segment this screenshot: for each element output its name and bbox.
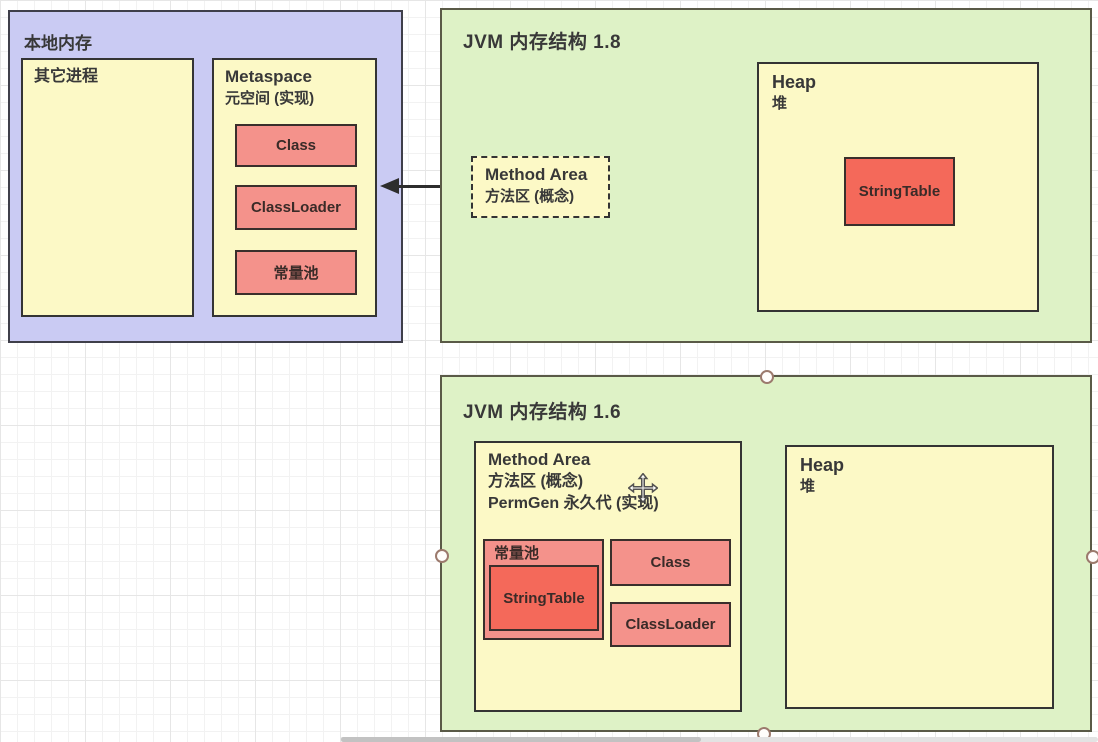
metaspace-constant-pool-block[interactable]: 常量池: [235, 250, 357, 295]
jvm16-heap-title-zh: 堆: [800, 478, 816, 495]
jvm18-heap-title-en: Heap: [772, 72, 817, 92]
jvm18-method-area-box[interactable]: Method Area 方法区 (概念): [471, 156, 610, 218]
jvm18-method-area-title-en: Method Area: [485, 165, 588, 184]
jvm18-heap-box[interactable]: Heap 堆 StringTable: [757, 62, 1039, 312]
jvm16-method-area-title-impl: PermGen 永久代 (实现): [488, 495, 659, 512]
jvm16-class-block[interactable]: Class: [610, 539, 731, 586]
metaspace-box[interactable]: Metaspace 元空间 (实现) Class ClassLoader 常量池: [212, 58, 377, 317]
jvm16-title: JVM 内存结构 1.6: [463, 402, 622, 423]
arrow-line[interactable]: [396, 185, 470, 188]
arrow-head-icon: [380, 178, 399, 194]
jvm16-constant-pool-block[interactable]: 常量池 StringTable: [483, 539, 604, 640]
jvm16-method-area-title-en: Method Area: [488, 450, 591, 469]
selection-handle-right[interactable]: [1086, 550, 1098, 564]
move-cursor-icon: [628, 473, 658, 503]
jvm16-heap-box[interactable]: Heap 堆: [785, 445, 1054, 709]
metaspace-class-label: Class: [275, 137, 317, 154]
jvm16-method-area-title-zh: 方法区 (概念): [488, 473, 584, 490]
jvm18-title: JVM 内存结构 1.8: [463, 32, 622, 53]
jvm16-classloader-block[interactable]: ClassLoader: [610, 602, 731, 647]
other-process-label: 其它进程: [34, 68, 99, 85]
jvm16-method-area-box[interactable]: Method Area 方法区 (概念) PermGen 永久代 (实现) 常量…: [474, 441, 742, 712]
selection-handle-left[interactable]: [435, 549, 449, 563]
metaspace-title-zh: 元空间 (实现): [225, 90, 315, 107]
jvm18-heap-title-zh: 堆: [772, 95, 788, 112]
horizontal-scrollbar-thumb[interactable]: [341, 737, 701, 742]
jvm16-constant-pool-label: 常量池: [494, 545, 540, 562]
horizontal-scrollbar-track[interactable]: [340, 737, 1098, 742]
native-memory-panel[interactable]: 本地内存 其它进程 Metaspace 元空间 (实现) Class Class…: [8, 10, 403, 343]
jvm18-method-area-title-zh: 方法区 (概念): [485, 188, 575, 205]
jvm16-stringtable-label: StringTable: [503, 589, 585, 607]
metaspace-constant-pool-label: 常量池: [273, 265, 319, 282]
other-process-box[interactable]: 其它进程: [21, 58, 194, 317]
metaspace-classloader-label: ClassLoader: [250, 199, 342, 216]
metaspace-class-block[interactable]: Class: [235, 124, 357, 167]
jvm16-class-label: Class: [650, 554, 691, 571]
selection-handle-top[interactable]: [760, 370, 774, 384]
jvm18-stringtable-block[interactable]: StringTable: [844, 157, 955, 226]
jvm16-heap-title-en: Heap: [800, 455, 845, 475]
jvm16-panel[interactable]: JVM 内存结构 1.6 Method Area 方法区 (概念) PermGe…: [440, 375, 1092, 732]
jvm18-panel[interactable]: JVM 内存结构 1.8 Method Area 方法区 (概念) Heap 堆…: [440, 8, 1092, 343]
metaspace-classloader-block[interactable]: ClassLoader: [235, 185, 357, 230]
jvm16-classloader-label: ClassLoader: [625, 616, 716, 633]
jvm16-stringtable-block[interactable]: StringTable: [489, 565, 599, 631]
metaspace-title-en: Metaspace: [225, 67, 312, 86]
native-memory-title: 本地内存: [24, 34, 92, 53]
jvm18-stringtable-label: StringTable: [858, 183, 941, 200]
